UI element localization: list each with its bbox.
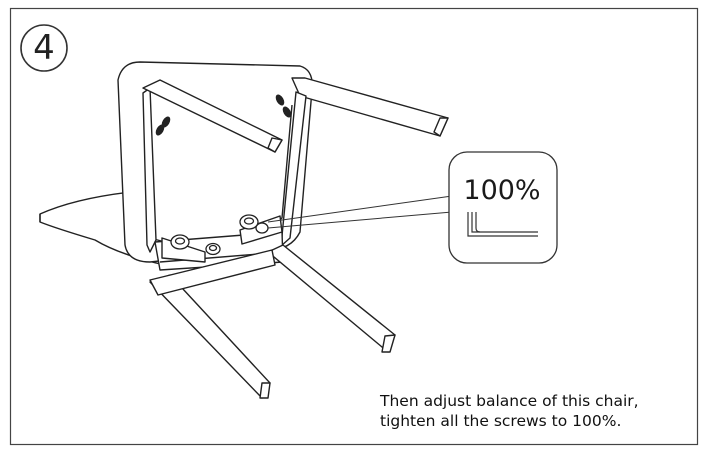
instruction-line-1: Then adjust balance of this chair,	[380, 392, 639, 410]
chair-right-post	[280, 91, 307, 247]
instruction-text: Then adjust balance of this chair, tight…	[380, 391, 680, 431]
screw-heads	[170, 214, 269, 256]
bolt-icon	[155, 124, 165, 136]
step-number-circle	[20, 24, 68, 72]
allen-key-icon	[467, 212, 538, 237]
bolt-icon	[275, 94, 285, 106]
instruction-line-2: tighten all the screws to 100%.	[380, 412, 622, 430]
torque-callout-box	[448, 151, 558, 264]
screw-icon	[255, 222, 269, 234]
bolts	[155, 94, 292, 136]
bolt-icon	[161, 116, 171, 128]
panel-border	[9, 7, 699, 446]
bolt-icon	[282, 106, 292, 118]
torque-percentage-label: 100%	[463, 175, 541, 206]
chair-stretcher	[149, 249, 276, 296]
step-number: 4	[33, 28, 55, 68]
callout-pointer	[267, 195, 453, 229]
chair-leg-right-up	[291, 77, 449, 137]
chair-leg-front-right	[267, 244, 396, 353]
upside-down-chair	[39, 61, 449, 399]
chair-leg-front-left	[149, 274, 271, 399]
